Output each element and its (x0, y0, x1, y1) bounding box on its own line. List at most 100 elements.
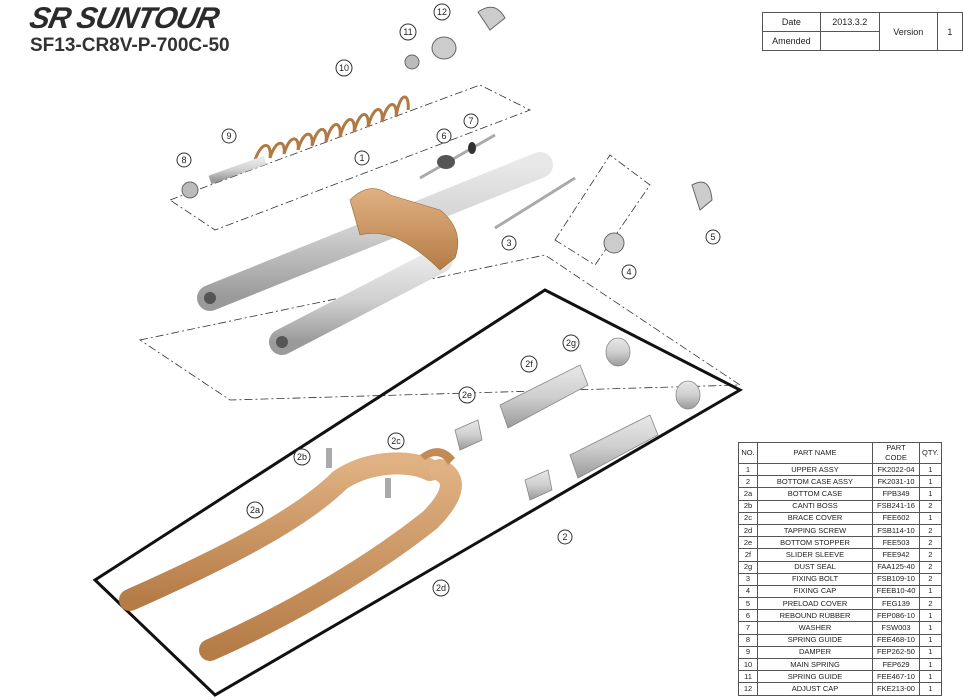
model-number: SF13-CR8V-P-700C-50 (30, 35, 230, 56)
part-code: FKE213-00 (872, 682, 920, 696)
part-code: FSB241-16 (872, 499, 920, 513)
part-no: 5 (738, 597, 758, 611)
part-code: FK2022-04 (872, 462, 920, 477)
part-code: FEE467-10 (872, 670, 920, 684)
part-code: FEG139 (872, 597, 920, 611)
part-qty: 1 (919, 633, 942, 647)
part-qty: 1 (919, 682, 942, 696)
part-code: FSW003 (872, 621, 920, 635)
part-code: FEP086-10 (872, 609, 920, 623)
washer (468, 142, 476, 154)
callout-10: 10 (335, 59, 353, 77)
part-code: FK2031-10 (872, 475, 920, 489)
callout-2g: 2g (562, 334, 580, 352)
part-qty: 2 (919, 572, 942, 586)
svg-text:2e: 2e (462, 390, 472, 400)
parts-table-header: NO. PART NAME PART CODE QTY. (738, 442, 942, 464)
part-no: 3 (738, 572, 758, 586)
part-name: FIXING CAP (757, 584, 873, 599)
part-qty: 2 (919, 536, 942, 550)
canti-boss-2 (385, 478, 391, 498)
part-name: SPRING GUIDE (757, 670, 873, 684)
part-name: CANTI BOSS (757, 499, 873, 513)
callout-6: 6 (436, 128, 452, 144)
part-code: FEP262-50 (872, 645, 920, 660)
svg-text:5: 5 (710, 232, 715, 242)
part-code: FSB109-10 (872, 572, 920, 586)
callout-9: 9 (221, 128, 237, 144)
svg-text:2a: 2a (250, 505, 260, 515)
part-name: BOTTOM CASE ASSY (757, 475, 873, 489)
part-name: SLIDER SLEEVE (757, 548, 873, 562)
part-code: FPB349 (872, 487, 920, 501)
svg-text:1: 1 (359, 153, 364, 163)
canti-boss-1 (326, 448, 332, 468)
guide-upper-assembly (169, 84, 531, 231)
svg-text:4: 4 (626, 267, 631, 277)
part-name: REBOUND RUBBER (757, 609, 873, 623)
part-name: ADJUST CAP (757, 682, 873, 696)
version-label: Version (878, 12, 938, 51)
part-code: FEE468-10 (872, 633, 920, 647)
spring-guide-8 (181, 181, 199, 199)
main-spring (253, 95, 410, 161)
preload-cover-top (477, 6, 506, 31)
part-qty: 2 (919, 523, 942, 538)
part-code: FSB114-10 (872, 523, 920, 538)
part-code: FEP629 (872, 657, 920, 672)
callout-4: 4 (621, 264, 637, 280)
svg-text:2d: 2d (436, 583, 446, 593)
svg-text:11: 11 (403, 27, 412, 37)
part-code: FAA125-40 (872, 560, 920, 574)
part-name: BOTTOM STOPPER (757, 536, 873, 550)
svg-text:2c: 2c (391, 436, 401, 446)
part-no: 2a (738, 487, 758, 501)
callout-2e: 2e (458, 386, 476, 404)
col-part-code: PART CODE (872, 442, 920, 464)
callout-11: 11 (399, 23, 417, 41)
callout-8: 8 (176, 152, 192, 168)
part-qty: 1 (919, 511, 942, 525)
col-qty: QTY. (919, 442, 942, 464)
part-name: DAMPER (757, 645, 873, 660)
part-qty: 2 (919, 597, 942, 611)
svg-text:10: 10 (339, 63, 349, 73)
part-no: 9 (738, 645, 758, 660)
part-no: 2f (738, 548, 758, 562)
svg-text:2b: 2b (297, 452, 307, 462)
part-name: SPRING GUIDE (757, 633, 873, 647)
part-name: BRACE COVER (757, 511, 873, 525)
part-code: FEE503 (872, 536, 920, 550)
part-name: UPPER ASSY (757, 462, 873, 477)
svg-text:12: 12 (437, 7, 447, 17)
part-qty: 2 (919, 548, 942, 562)
part-qty: 1 (919, 475, 942, 489)
col-no: NO. (738, 442, 758, 464)
svg-text:3: 3 (506, 238, 511, 248)
svg-text:7: 7 (468, 116, 473, 126)
part-qty: 1 (919, 609, 942, 623)
part-no: 1 (738, 462, 758, 477)
part-name: WASHER (757, 621, 873, 635)
part-qty: 1 (919, 645, 942, 660)
part-qty: 1 (919, 462, 942, 477)
callout-5: 5 (705, 229, 721, 245)
adjust-cap-12 (431, 36, 457, 60)
amended-value (819, 31, 880, 51)
